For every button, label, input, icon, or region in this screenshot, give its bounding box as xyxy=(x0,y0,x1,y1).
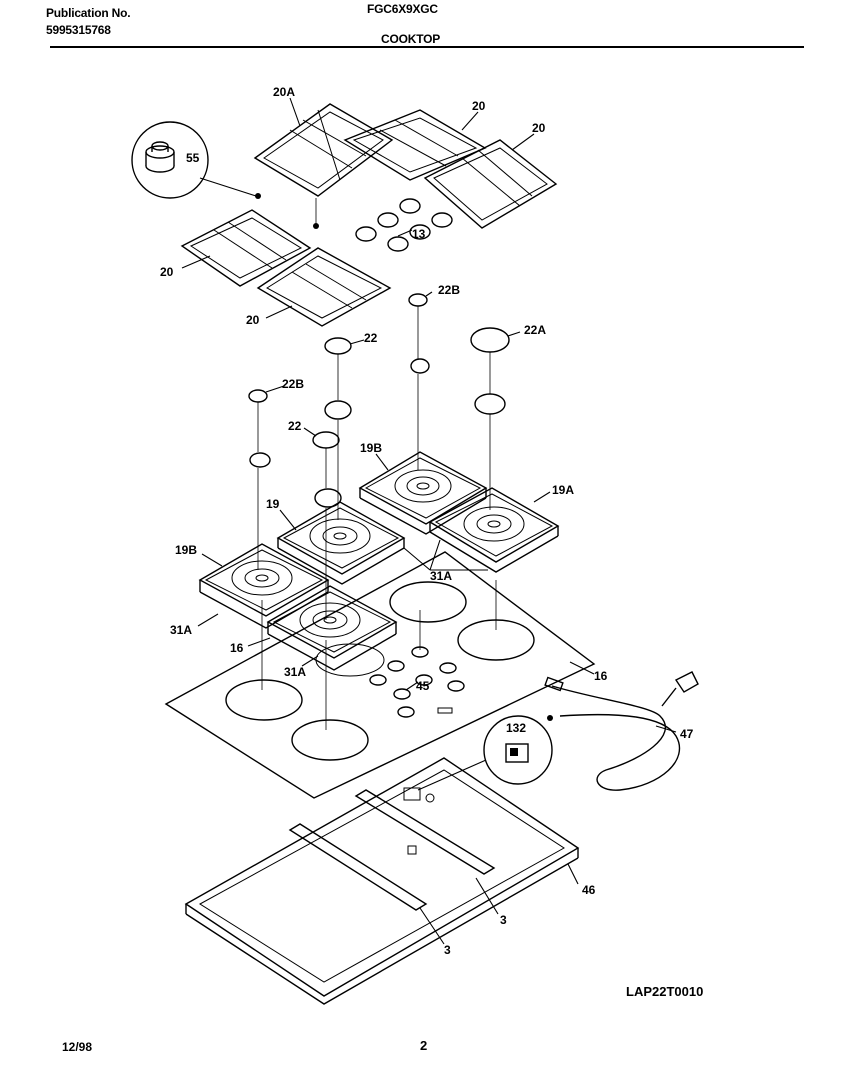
grate-20-top-middle xyxy=(343,109,487,181)
callout-47: 47 xyxy=(680,727,694,741)
callout-13: 13 xyxy=(412,227,426,241)
callout-31A-front: 31A xyxy=(284,665,306,679)
callout-20A: 20A xyxy=(273,85,295,99)
pan-19 xyxy=(276,501,406,585)
callout-22-mid: 22 xyxy=(288,419,302,433)
publication-label: Publication No. xyxy=(46,6,131,20)
model-number: FGC6X9XGC xyxy=(367,2,438,16)
lower-chassis-46 xyxy=(184,757,580,1005)
callout-22B-left: 22B xyxy=(282,377,304,391)
grate-20-mid-left xyxy=(180,209,312,287)
grate-20-lower xyxy=(256,247,392,327)
pan-front xyxy=(266,585,398,671)
callout-20-lower: 20 xyxy=(246,313,260,327)
callout-19A: 19A xyxy=(552,483,574,497)
page-number: 2 xyxy=(420,1038,428,1053)
grate-20-top-right xyxy=(423,139,558,229)
callout-20-mid-left: 20 xyxy=(160,265,174,279)
callout-19B-left: 19B xyxy=(175,543,197,557)
callout-46: 46 xyxy=(582,883,596,897)
callout-3-right: 3 xyxy=(500,913,507,927)
publication-date: 12/98 xyxy=(62,1040,93,1054)
section-title: COOKTOP xyxy=(381,32,441,46)
knob-detail xyxy=(131,121,261,199)
publication-number: 5995315768 xyxy=(46,23,111,37)
cooktop-top-16 xyxy=(164,551,596,799)
callout-16-left: 16 xyxy=(230,641,244,655)
switch-detail-132 xyxy=(417,715,553,791)
callout-19B-top: 19B xyxy=(360,441,382,455)
callout-132: 132 xyxy=(506,721,526,735)
pan-19B-left xyxy=(198,543,330,629)
callout-22A: 22A xyxy=(524,323,546,337)
grate-20A xyxy=(253,103,394,197)
callout-22-top: 22 xyxy=(364,331,378,345)
callout-19: 19 xyxy=(266,497,280,511)
diagram-code: LAP22T0010 xyxy=(626,984,704,999)
callout-16-right: 16 xyxy=(594,669,608,683)
assembly-axes xyxy=(257,306,497,730)
callout-20-top-middle: 20 xyxy=(472,99,486,113)
callout-55: 55 xyxy=(186,151,200,165)
callout-3-left: 3 xyxy=(444,943,451,957)
grate-support xyxy=(313,223,319,229)
callout-20-top-right: 20 xyxy=(532,121,546,135)
callout-22B-top: 22B xyxy=(438,283,460,297)
power-cord-47 xyxy=(544,671,699,791)
header-rule xyxy=(50,46,804,48)
callout-31A-left: 31A xyxy=(170,623,192,637)
leader-lines xyxy=(181,97,677,945)
callout-31A-right: 31A xyxy=(430,569,452,583)
pan-19B-top xyxy=(358,451,488,535)
callout-45: 45 xyxy=(416,679,430,693)
control-knobs xyxy=(355,198,453,252)
pan-19A xyxy=(428,487,560,573)
